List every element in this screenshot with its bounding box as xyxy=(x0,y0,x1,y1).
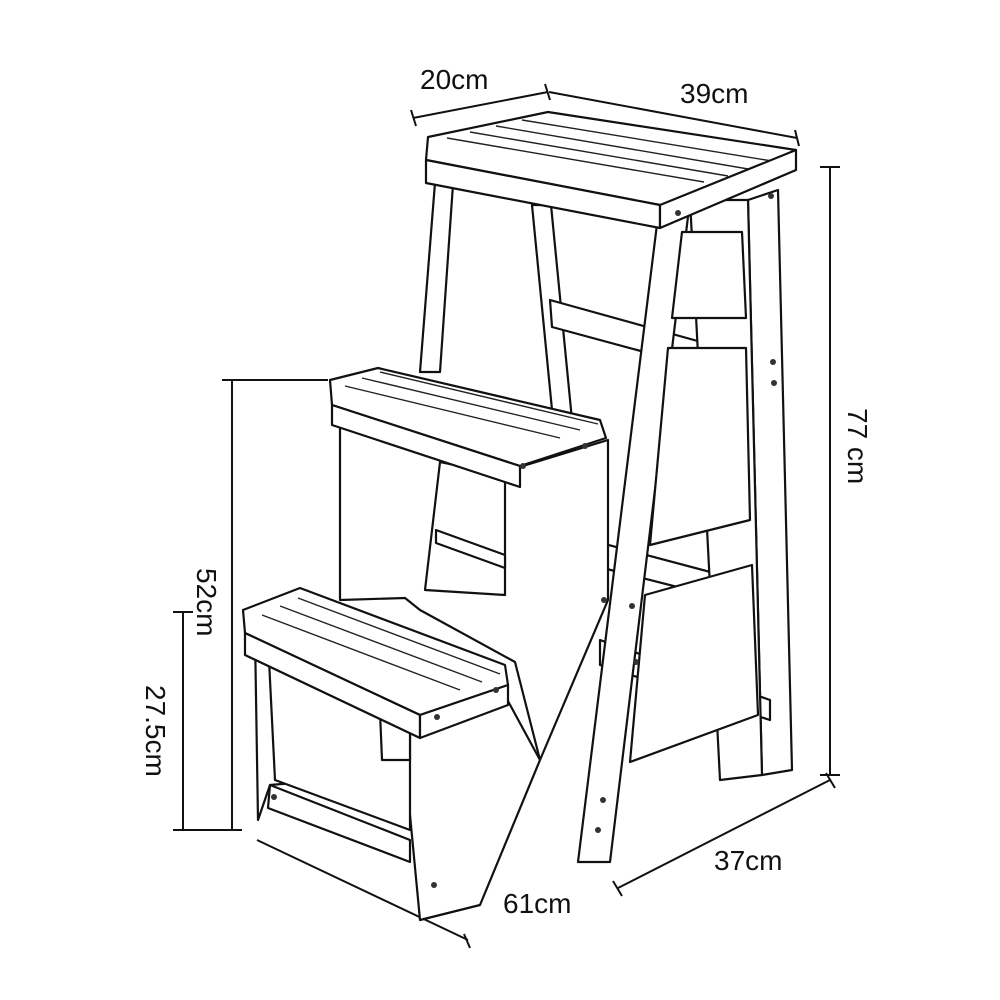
label-first-step-height: 27.5cm xyxy=(140,685,171,777)
stool-front-frame xyxy=(576,198,764,864)
label-total-height: 77 cm xyxy=(842,408,873,484)
stool-top-seat xyxy=(424,110,798,386)
label-base-width: 37cm xyxy=(714,845,782,876)
label-top-width: 39cm xyxy=(680,78,748,109)
label-second-step-height: 52cm xyxy=(191,568,222,636)
stool-middle-step xyxy=(328,366,639,762)
dimension-lines xyxy=(173,83,840,949)
label-base-depth: 61cm xyxy=(503,888,571,919)
label-top-depth: 20cm xyxy=(420,64,488,95)
stool-bottom-step xyxy=(241,586,606,922)
